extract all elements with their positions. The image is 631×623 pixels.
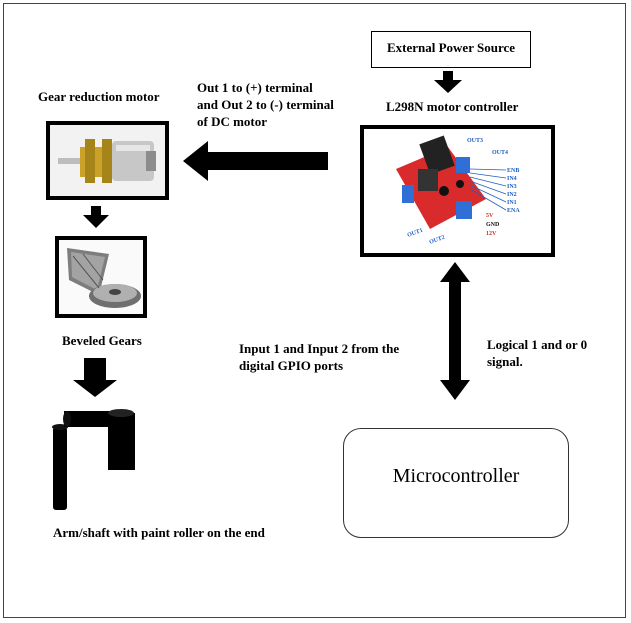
pin-enb: ENB — [507, 168, 519, 174]
external-power-label: External Power Source — [386, 40, 516, 55]
motor-to-gears-arrow — [83, 206, 109, 228]
logic-signal-line-1: Logical 1 and or 0 — [487, 337, 588, 352]
pin-in4: IN4 — [507, 176, 517, 182]
pin-out4: OUT4 — [492, 150, 508, 156]
input-ports-line-1: Input 1 and Input 2 from the — [239, 341, 400, 356]
arm-shaft-label: Arm/shaft with paint roller on the end — [53, 525, 265, 540]
pin-ena: ENA — [507, 208, 520, 214]
out-terminal-line-3: of DC motor — [197, 114, 268, 129]
microcontroller-label: Microcontroller — [392, 465, 520, 487]
gear-motor-label: Gear reduction motor — [38, 89, 160, 104]
input-ports-line-2: digital GPIO ports — [239, 358, 344, 373]
logic-signal-line-2: signal. — [487, 354, 523, 369]
gear-motor-icon — [50, 125, 165, 196]
pin-gnd: GND — [486, 222, 500, 228]
pin-in3: IN3 — [507, 184, 517, 190]
out-terminal-line-1: Out 1 to (+) terminal — [197, 80, 313, 95]
pin-5v: 5V — [486, 213, 494, 219]
microcontroller-box: Microcontroller — [343, 428, 569, 538]
controller-to-motor-arrow — [183, 141, 328, 181]
gear-motor-image — [46, 121, 169, 200]
l298n-board-icon: OUT3 OUT4 ENB IN4 IN3 IN2 IN1 ENA OUT1 O… — [364, 129, 551, 253]
pin-out1: OUT1 — [407, 228, 424, 239]
outer-frame — [3, 3, 626, 618]
external-power-box: External Power Source — [371, 31, 531, 68]
out-terminal-line-2: and Out 2 to (-) terminal — [197, 97, 334, 112]
pin-out2: OUT2 — [429, 235, 446, 246]
l298n-label: L298N motor controller — [386, 99, 519, 114]
pin-in2: IN2 — [507, 192, 517, 198]
pin-out3: OUT3 — [467, 138, 483, 144]
beveled-gears-image — [55, 236, 147, 318]
gears-to-arm-arrow — [73, 358, 117, 397]
pin-in1: IN1 — [507, 200, 517, 206]
l298n-board-image: OUT3 OUT4 ENB IN4 IN3 IN2 IN1 ENA OUT1 O… — [360, 125, 555, 257]
beveled-gears-icon — [59, 240, 143, 314]
power-down-arrow — [434, 71, 462, 93]
beveled-gears-label: Beveled Gears — [62, 333, 142, 348]
bidirectional-arrow — [440, 262, 470, 400]
pin-12v: 12V — [486, 231, 497, 237]
arm-shaft-drawing — [52, 409, 135, 510]
